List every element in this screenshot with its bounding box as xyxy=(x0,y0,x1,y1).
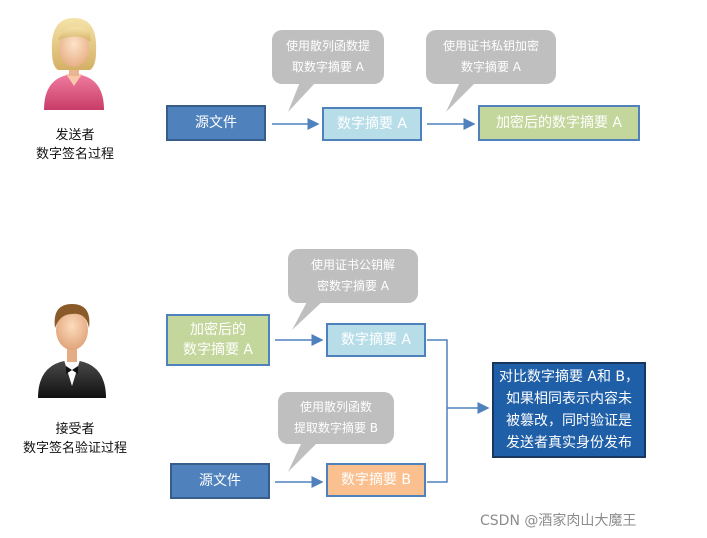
result-line: 如果相同表示内容未 xyxy=(506,391,632,407)
receiver-role-label: 接受者 xyxy=(55,422,95,437)
receiver-caption: 接受者 数字签名验证过程 xyxy=(10,420,140,458)
sender-encrypted-digest-box: 加密后的数字摘要 A xyxy=(478,105,640,141)
bubble-tail-hash xyxy=(288,82,316,112)
sender-source-file-box: 源文件 xyxy=(166,105,266,141)
bubble-line: 使用证书公钥解 xyxy=(310,258,395,272)
bubble-tail-hash-b xyxy=(288,442,318,472)
result-line: 对比数字摘要 A和 B， xyxy=(498,369,640,385)
result-line: 被篡改，同时验证是 xyxy=(506,413,632,429)
bubble-line: 密数字摘要 A xyxy=(316,279,390,293)
female-user-icon xyxy=(44,18,104,110)
receiver-digest-b-box: 数字摘要 B xyxy=(326,463,426,497)
sender-hash-bubble: 使用散列函数提 取数字摘要 A xyxy=(272,30,384,84)
result-line: 发送者真实身份发布 xyxy=(506,435,632,451)
receiver-source-file-box: 源文件 xyxy=(170,463,270,499)
bubble-line: 取数字摘要 A xyxy=(291,60,365,74)
sender-private-key-bubble: 使用证书私钥加密 数字摘要 A xyxy=(426,30,556,84)
male-user-icon xyxy=(38,304,106,398)
receiver-digest-a-box: 数字摘要 A xyxy=(326,323,426,357)
receiver-encrypted-digest-box: 加密后的 数字摘要 A xyxy=(166,314,270,366)
sender-digest-a-box: 数字摘要 A xyxy=(322,107,422,141)
bubble-line: 使用散列函数提 xyxy=(285,39,370,53)
receiver-hash-bubble: 使用散列函数 提取数字摘要 B xyxy=(278,392,394,444)
bubble-line: 提取数字摘要 B xyxy=(293,421,379,435)
bubble-line: 使用证书私钥加密 xyxy=(442,39,539,53)
sender-process-label: 数字签名过程 xyxy=(35,147,114,162)
receiver-process-label: 数字签名验证过程 xyxy=(22,441,127,456)
sender-role-label: 发送者 xyxy=(55,128,95,143)
merge-connector xyxy=(427,339,448,483)
bubble-tail-public-key xyxy=(292,300,324,330)
sender-caption: 发送者 数字签名过程 xyxy=(20,126,130,164)
box-line: 加密后的 xyxy=(190,322,246,338)
box-line: 数字摘要 A xyxy=(182,342,254,358)
bubble-line: 数字摘要 A xyxy=(460,60,522,74)
bubble-line: 使用散列函数 xyxy=(299,400,372,414)
verification-result-box: 对比数字摘要 A和 B， 如果相同表示内容未 被篡改，同时验证是 发送者真实身份… xyxy=(492,362,646,458)
bubble-tail-private-key xyxy=(446,82,476,112)
watermark: CSDN @酒家肉山大魔王 xyxy=(480,513,637,529)
receiver-public-key-bubble: 使用证书公钥解 密数字摘要 A xyxy=(288,249,418,303)
